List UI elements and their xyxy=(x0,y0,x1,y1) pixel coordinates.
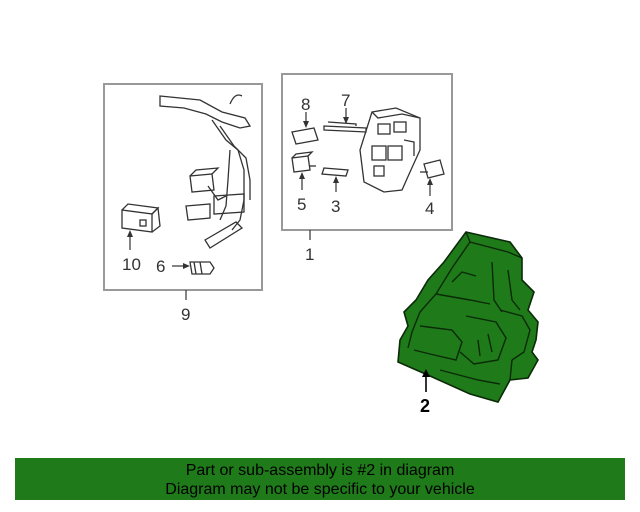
part-4-drawing xyxy=(420,159,445,179)
banner-line-2: Diagram may not be specific to your vehi… xyxy=(165,481,475,498)
cover-detail-lines xyxy=(407,231,531,385)
callout-9: 9 xyxy=(181,305,190,324)
callout-4: 4 xyxy=(425,199,434,218)
part-7-drawing xyxy=(323,121,367,133)
harness-box-frame xyxy=(103,83,263,291)
arrow-6 xyxy=(183,263,190,269)
fuse-block-box-frame xyxy=(281,73,453,231)
callout-10: 10 xyxy=(122,255,141,274)
callout-1: 1 xyxy=(305,245,314,264)
arrow-3 xyxy=(333,176,339,183)
callout-5: 5 xyxy=(297,195,306,214)
part-2-cover: 2 xyxy=(397,231,539,416)
banner-line-1: Part or sub-assembly is #2 in diagram xyxy=(185,462,455,479)
harness-box-9: 10 6 9 xyxy=(103,83,263,324)
arrow-10 xyxy=(127,230,133,237)
callout-2: 2 xyxy=(420,396,430,416)
harness-drawing xyxy=(159,94,252,249)
part-6-drawing xyxy=(189,261,215,275)
part-8-drawing xyxy=(291,127,319,145)
fuse-block-drawing xyxy=(359,107,421,193)
callout-7: 7 xyxy=(341,91,350,110)
callout-3: 3 xyxy=(331,197,340,216)
arrow-7 xyxy=(343,117,349,124)
fuse-block-box-1: 8 7 5 3 4 1 xyxy=(281,73,453,264)
callout-6: 6 xyxy=(156,257,165,276)
part-3-drawing xyxy=(321,167,349,177)
arrow-5 xyxy=(299,172,305,179)
callout-8: 8 xyxy=(301,95,310,114)
info-banner: Part or sub-assembly is #2 in diagram Di… xyxy=(15,458,625,500)
part-10-drawing xyxy=(121,203,161,233)
arrow-4 xyxy=(427,178,433,185)
arrow-2 xyxy=(422,369,430,377)
part-5-drawing xyxy=(291,151,316,173)
arrow-8 xyxy=(303,121,309,128)
